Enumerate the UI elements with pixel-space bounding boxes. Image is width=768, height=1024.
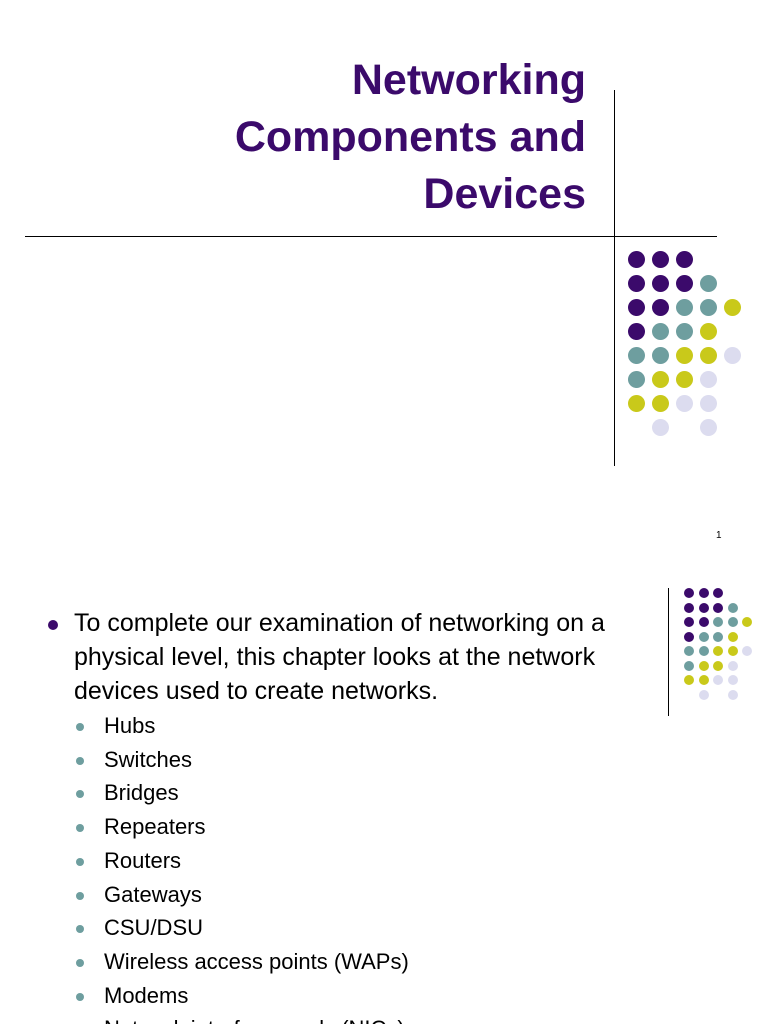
decorative-dot [742, 646, 752, 656]
decorative-dot [700, 275, 717, 292]
sub-bullet-icon [76, 958, 84, 967]
decorative-dot [698, 617, 709, 627]
decorative-dot [700, 323, 717, 340]
decorative-dot [727, 631, 738, 642]
decorative-dot [652, 251, 669, 268]
decorative-dot [700, 299, 717, 316]
decorative-dot [724, 347, 741, 364]
content-divider-vertical [668, 588, 669, 716]
decorative-dot [628, 371, 645, 388]
sub-bullet-icon [76, 992, 84, 1001]
decorative-dot [652, 371, 669, 388]
decorative-dot [676, 299, 693, 316]
decorative-dot [676, 275, 693, 292]
decorative-dot [700, 395, 717, 412]
decorative-dot [713, 660, 723, 671]
decorative-dot [727, 675, 738, 685]
title-divider-horizontal [25, 236, 717, 237]
device-list-item: Gateways [104, 881, 202, 907]
decorative-dot [652, 395, 669, 412]
device-list-item: Network interface cards (NICs) [104, 1015, 405, 1024]
title-line-3: Devices [423, 170, 586, 218]
decorative-dot [713, 646, 723, 656]
page-number: 1 [716, 530, 722, 541]
sub-bullet-icon [76, 857, 84, 866]
slide-title: Networking Components and Devices [235, 52, 586, 223]
decorative-dot [713, 631, 723, 642]
decorative-dot [628, 251, 645, 268]
decorative-dot [676, 323, 693, 340]
sub-bullet-icon [76, 925, 84, 934]
sub-bullet-icon [76, 891, 84, 900]
decorative-dot [628, 395, 645, 412]
main-bullet-text: To complete our examination of networkin… [74, 609, 605, 705]
decorative-dot [676, 371, 693, 388]
device-list-item: Switches [104, 746, 193, 772]
decorative-dot [700, 347, 717, 364]
decorative-dot [698, 646, 709, 656]
decorative-dot [628, 323, 645, 340]
title-divider-vertical [614, 90, 615, 466]
decorative-dot [684, 631, 694, 642]
decorative-dot [713, 617, 723, 627]
decorative-dot [727, 617, 738, 627]
decorative-dot [652, 347, 669, 364]
device-list-item: Hubs [104, 713, 156, 738]
decorative-dot [698, 660, 709, 671]
main-bullet-icon [48, 620, 58, 630]
decorative-dot [628, 347, 645, 364]
decorative-dot [684, 602, 694, 613]
decorative-dot [684, 646, 694, 656]
decorative-dot [676, 395, 693, 412]
sub-bullet-icon [76, 824, 84, 833]
decorative-dot [698, 602, 709, 613]
decorative-dot [652, 419, 669, 436]
device-list-item: CSU/DSU [104, 915, 204, 941]
decorative-dot [742, 617, 752, 627]
device-list-item: Repeaters [104, 814, 206, 840]
decorative-dot [628, 275, 645, 292]
decorative-dot [713, 588, 723, 598]
decorative-dot [713, 602, 723, 613]
decorative-dot [727, 689, 738, 700]
decorative-dot [698, 689, 709, 700]
decorative-dot [727, 602, 738, 613]
sub-bullet-icon [76, 723, 84, 731]
decorative-dot [727, 646, 738, 656]
decorative-dot [684, 617, 694, 627]
decorative-dot [698, 588, 709, 598]
title-line-2: Components and [234, 113, 586, 161]
sub-bullet-icon [76, 790, 84, 799]
title-line-1: Networking [351, 56, 586, 104]
device-list-item: Wireless access points (WAPs) [104, 948, 409, 974]
decorative-dot [684, 660, 694, 671]
decorative-dot [698, 631, 709, 642]
decorative-dot [727, 660, 738, 671]
sub-bullet-icon [76, 756, 84, 765]
decorative-dot [652, 299, 669, 316]
device-list-item: Modems [104, 982, 189, 1008]
decorative-dot [700, 371, 717, 388]
decorative-dot [724, 299, 741, 316]
decorative-dot [684, 675, 694, 685]
decorative-dot [676, 347, 693, 364]
content-slide: To complete our examination of networkin… [0, 572, 768, 1024]
decorative-dot [713, 675, 723, 685]
decorative-dot [676, 251, 693, 268]
decorative-dot [684, 588, 694, 598]
decorative-dot [652, 275, 669, 292]
decorative-dot [652, 323, 669, 340]
decorative-dot [628, 299, 645, 316]
device-list-item: Routers [104, 847, 182, 873]
title-slide: Networking Components and Devices 1 [25, 52, 741, 541]
decorative-dot [698, 675, 709, 685]
device-list-item: Bridges [104, 780, 179, 806]
decorative-dot [700, 419, 717, 436]
